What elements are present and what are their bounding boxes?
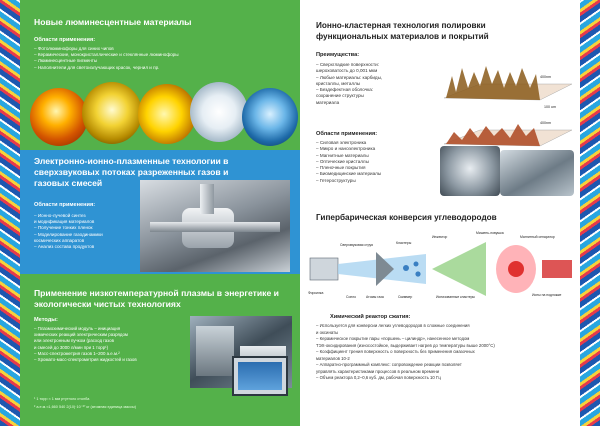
cluster-dot [415, 271, 421, 277]
methods-list: – Плазмохимический модуль – инициация хи… [34, 326, 137, 363]
footnote-2: ² а.е.м.≈1,660 540 2(10)·10⁻²⁷ кг (атомн… [34, 405, 136, 409]
section-luminescent: Новые люминесцентные материалы Области п… [20, 0, 300, 150]
application-list: – Ионно-лучевой синтез и модификация мат… [34, 213, 103, 250]
right-page: Ионно-кластерная технология полировки фу… [300, 0, 580, 426]
cluster-diagram: Сверхзвуковая струя Кластеры Инжектор Ми… [308, 231, 572, 299]
surface-plot-top-peaks [446, 66, 540, 100]
plot-label: 400nm [540, 75, 551, 79]
cluster-dot [403, 265, 409, 271]
monitor-image [232, 356, 288, 396]
section-title: Ионно-кластерная технология полировки фу… [316, 21, 489, 41]
section-title: Электронно-ионно-плазменные технологии в… [34, 156, 229, 188]
applications-title: Области применения: [316, 131, 378, 137]
section-title: Применение низкотемпературной плазмы в э… [34, 288, 279, 309]
photo-orange-crystals [30, 88, 88, 146]
application-list: – Фотолюминофоры для синих чипов – Керам… [34, 46, 179, 70]
left-page: Новые люминесцентные материалы Области п… [20, 0, 300, 426]
photo-yellow-powder [138, 84, 196, 144]
target-core [508, 261, 524, 277]
reactor-title: Химический реактор сжатия: [330, 314, 411, 320]
advantages-title: Преимущества: [316, 52, 360, 58]
equipment-photo-1 [440, 146, 500, 196]
section-subtitle: Области применения: [34, 202, 96, 208]
section-subtitle: Методы: [34, 317, 58, 323]
ion-fan [432, 242, 486, 296]
surface-plot-bottom-peaks [446, 124, 540, 146]
skimmer [376, 252, 394, 286]
diagram-label: Кластеры [396, 241, 412, 245]
cluster-dot [413, 261, 419, 267]
photo-blue-samples [242, 88, 298, 146]
surface-roughness-plots: 400nm 100 um 400nm 100 um [443, 66, 573, 155]
footnote-1: ¹ 1 торр ≈ 1 мм ртутного столба [34, 397, 90, 401]
plot-label: 400nm [540, 121, 551, 125]
photo-white-crystals [190, 82, 248, 142]
section-subtitle: Области применения: [34, 37, 96, 43]
right-decorative-border [580, 0, 600, 426]
diagram-label: Скиммер [398, 295, 412, 299]
section-plasma-tech: Электронно-ионно-плазменные технологии в… [20, 150, 300, 274]
plot-label: 100 um [544, 105, 556, 109]
diagram-label: Сверхзвуковая струя [340, 243, 373, 247]
diagram-label: Атомы газа [366, 295, 384, 299]
diagram-label: Форсилка [308, 291, 323, 295]
diagram-label: Магнитный сепаратор [520, 235, 555, 239]
diagram-label: Ионизованные кластеры [436, 295, 476, 299]
substrate [542, 260, 572, 278]
diagram-label: Ионы на подложке [532, 293, 562, 297]
diagram-label: Мишень-ловушка [476, 231, 504, 235]
diagram-label: Сопло [346, 295, 356, 299]
section-title: Гипербарическая конверсия углеводородов [316, 213, 497, 222]
applications-list: – Силовая электроника – Микро и наноэлек… [316, 140, 382, 183]
section-title: Новые люминесцентные материалы [34, 17, 192, 27]
equipment-photo-2 [500, 150, 574, 196]
left-decorative-border [0, 0, 20, 426]
vacuum-chamber-image [140, 180, 290, 272]
nozzle-chamber [309, 257, 339, 281]
reactor-list: – Используется для конверсии легких угле… [316, 323, 495, 380]
advantages-list: – Сверхгладкие поверхности: шероховатост… [316, 62, 383, 105]
section-low-temp-plasma: Применение низкотемпературной плазмы в э… [20, 274, 300, 426]
diagram-label: Инжектор [432, 235, 447, 239]
photo-yellow-rods [82, 82, 142, 144]
